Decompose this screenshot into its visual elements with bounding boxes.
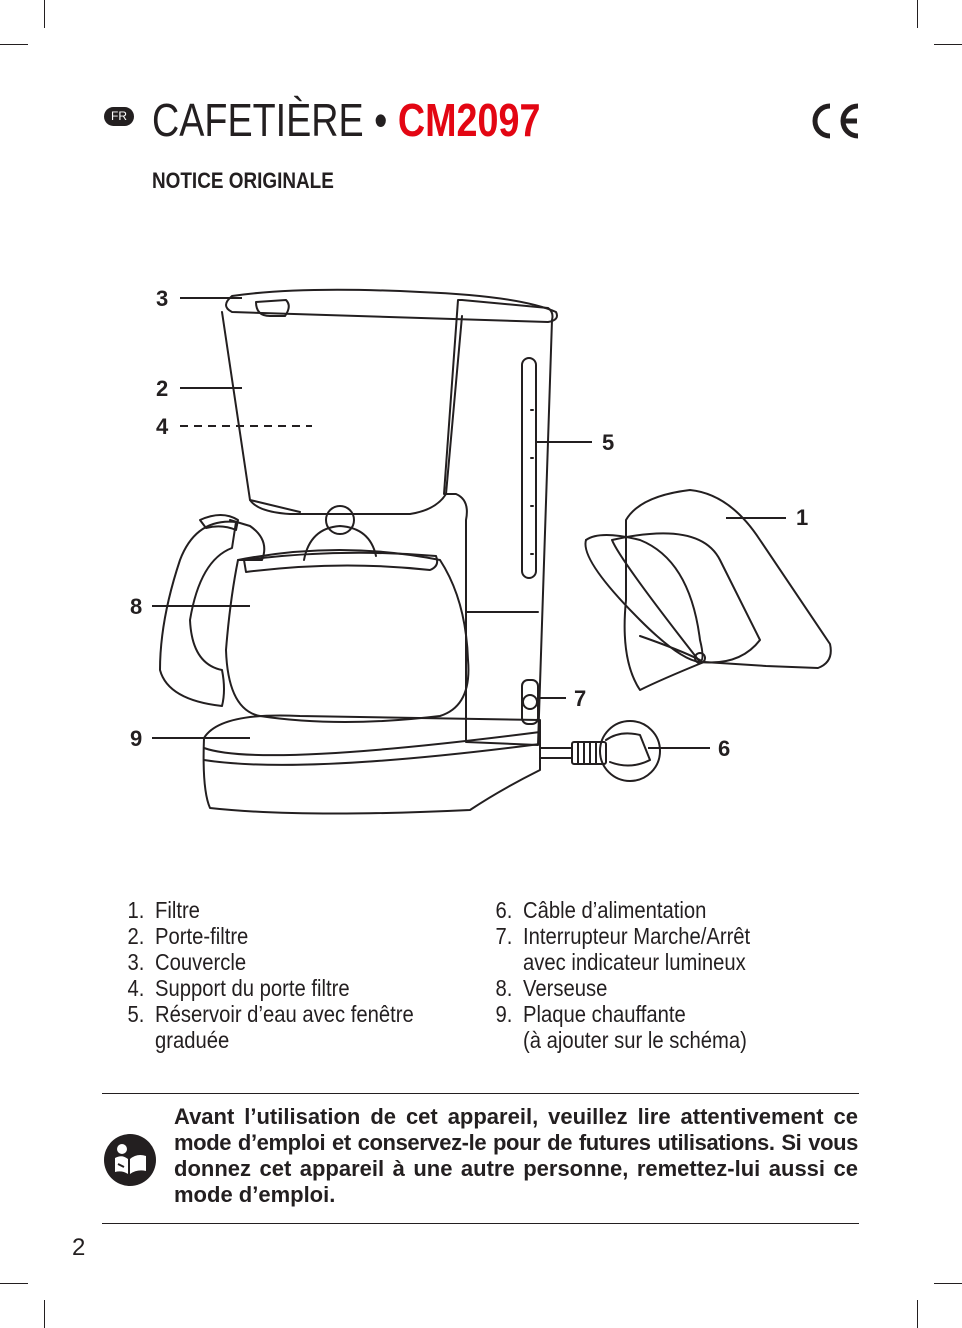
language-badge: FR xyxy=(104,107,134,126)
list-item: 2. Porte-filtre xyxy=(127,923,249,949)
callout-8: 8 xyxy=(130,594,143,619)
list-item: 3. Couvercle xyxy=(127,949,247,975)
title-product-name: CAFETIÈRE xyxy=(152,94,364,146)
ce-mark-icon xyxy=(812,103,859,139)
read-manual-icon xyxy=(104,1134,156,1186)
callout-2: 2 xyxy=(156,376,169,401)
filter-holder xyxy=(221,311,463,515)
list-item: 6. Câble d’alimentation xyxy=(495,897,707,923)
page-title: CAFETIÈRE • CM2097 xyxy=(152,92,540,148)
callout-3: 3 xyxy=(156,286,169,311)
list-item: 5. Réservoir d’eau avec fenêtre graduée xyxy=(127,1001,414,1053)
title-separator: • xyxy=(374,94,388,146)
filter xyxy=(623,489,832,691)
page-number: 2 xyxy=(72,1234,86,1261)
callout-4: 4 xyxy=(156,414,169,439)
list-item: 8. Verseuse xyxy=(495,975,608,1001)
callout-1: 1 xyxy=(796,505,809,530)
callout-5: 5 xyxy=(602,430,615,455)
list-item: 4. Support du porte filtre xyxy=(127,975,350,1001)
callout-9: 9 xyxy=(130,726,143,751)
power-cord xyxy=(539,747,573,759)
list-item: 7. Interrupteur Marche/Arrêt avec indica… xyxy=(495,923,751,975)
switch xyxy=(521,679,539,725)
water-level-window xyxy=(521,357,537,579)
notice-top-rule xyxy=(102,1093,859,1094)
carafe xyxy=(225,549,470,723)
notice-paragraph: Avant l’utilisation de cet appareil, veu… xyxy=(174,1104,858,1207)
page-subtitle: NOTICE ORIGINALE xyxy=(152,168,334,193)
callout-6: 6 xyxy=(718,736,731,761)
list-item: 1. Filtre xyxy=(127,897,200,923)
notice-bottom-rule xyxy=(102,1223,859,1224)
callout-7: 7 xyxy=(574,686,587,711)
list-item: 9. Plaque chauffante (à ajouter sur le s… xyxy=(495,1001,747,1053)
title-model: CM2097 xyxy=(397,94,541,146)
carafe-handle xyxy=(159,520,237,707)
parts-list-left: 1. Filtre 2. Porte-filtre 3. Couvercle 4… xyxy=(118,897,458,1053)
parts-list-right: 6. Câble d’alimentation 7. Interrupteur … xyxy=(486,897,826,1053)
